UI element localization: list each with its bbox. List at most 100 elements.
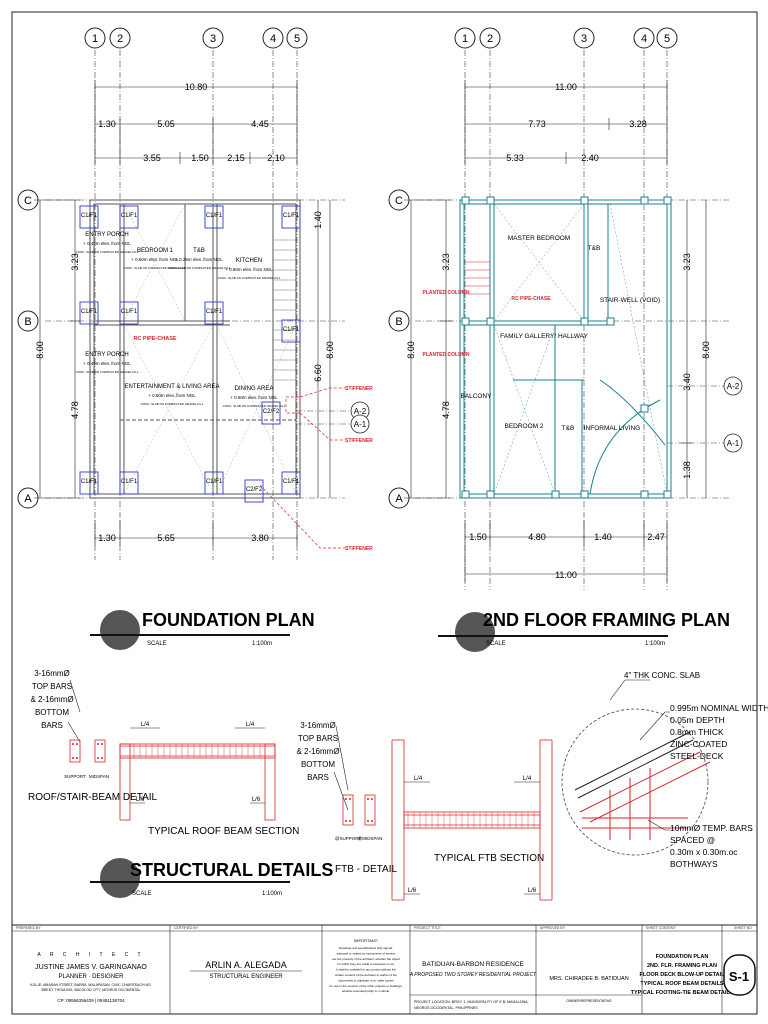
fp-column-9 [119, 471, 139, 495]
fp-grid-a1: A-1 [354, 420, 367, 429]
tb-prepared-label: PREPARED BY [16, 926, 41, 930]
sd-title-bubble [100, 858, 140, 898]
sf-room-name-3: FAMILY GALLERY/ HALLWAY [500, 333, 588, 340]
fp-dim-total: 10.80 [185, 82, 208, 92]
ftb-stirrups [407, 812, 535, 828]
tb-important-line-3: for which they are made is executed or n… [337, 962, 395, 966]
tb-content-label: SHEET CONTENT [646, 926, 676, 930]
sf-grid-label-5: 5 [664, 33, 670, 45]
rb-span-mark2-right: L/6 [252, 797, 261, 803]
tb-sheet-label: SHEET NO [734, 926, 752, 930]
rb-support-label: SUPPORT [64, 774, 86, 779]
sf-grid-label-4: 4 [641, 33, 647, 45]
grid-row-bubbles: CBA [388, 189, 410, 509]
sf-dim-left-1: 3.23 [441, 253, 451, 271]
deck-line-5: STEEL-DECK [670, 751, 724, 761]
sf-dim-left-total: 8.00 [406, 341, 416, 359]
fp-grid-bubble-3 [202, 27, 224, 49]
sf-title: 2ND FLOOR FRAMING PLAN [483, 610, 730, 630]
sf-grid-label-A: A [395, 493, 403, 505]
sf-room-name-4: BALCONY [460, 393, 492, 400]
deck-bar-4: BOTHWAYS [670, 859, 718, 869]
sf-column-7 [580, 317, 589, 326]
ftb-span-mark2-left: L/6 [408, 888, 417, 894]
fp-grid-bubble-5 [286, 27, 308, 49]
tb-project-label: PROJECT TITLE [414, 926, 441, 930]
tb-engineer-role: STRUCTURAL ENGINEER [209, 974, 283, 980]
fp-column-tag-13: C2/F2 [246, 487, 263, 493]
fp-room-elev-6: + 0.60m elev. from NGL [230, 395, 278, 400]
tb-location2: NEGROS OCCIDENTAL, PHILIPPINES [414, 1006, 478, 1010]
fp-column-6 [204, 301, 224, 325]
rb-support-section [69, 739, 81, 763]
rb-span-mark2-left: L/6 [136, 797, 145, 803]
fp-column-0 [79, 205, 99, 229]
tb-project-sub: A PROPOSED TWO STOREY RESIDENTIAL PROJEC… [409, 972, 537, 978]
sf-dim-row2-2: 2.40 [581, 153, 599, 163]
fp-column-tag-11: C1/F1 [283, 479, 300, 485]
sf-room-name-6: T&B [562, 425, 575, 432]
sf-dim-bottom-total: 11.00 [555, 570, 577, 580]
tb-sheet-badge [723, 954, 756, 996]
fp-room-name-2: T&B [193, 248, 205, 254]
tb-important-line-7: for use in the erection of the other pro… [329, 984, 402, 988]
sf-column-1 [486, 196, 495, 205]
sf-dim-right-2: 8.00 [701, 341, 711, 359]
rb-bars-5: BARS [41, 721, 63, 730]
deck-line-1: 0.995m NOMINAL WIDTH [670, 703, 768, 713]
fp-column-12 [261, 401, 281, 425]
sf-grid-bubble-3 [573, 27, 595, 49]
grid-row-bubbles: CBA [17, 189, 39, 509]
fp-grid-label-3: 3 [210, 33, 216, 45]
sf-grid-label-1: 1 [462, 33, 468, 45]
fp-column-4 [79, 301, 99, 325]
deck-line-2: 0.05m DEPTH [670, 715, 725, 725]
framing-columns [461, 196, 672, 499]
tb-important-line-6: documents to duplicate or to make copies [338, 978, 394, 982]
fp-column-11 [281, 471, 301, 495]
deck-bar-1: 10mmØ TEMP. BARS [670, 823, 753, 833]
ftb-midspan-section [364, 794, 376, 826]
fp-column-tag-4: C1/F1 [81, 309, 98, 315]
rb-stirrups [133, 744, 261, 758]
fp-grid-label-4: 4 [270, 33, 276, 45]
fp-grid-bubble-4 [262, 27, 284, 49]
sf-room-name-7: INFORMAL LIVING [584, 425, 640, 432]
sf-dim-right-4: 1.38 [682, 461, 692, 479]
sf-grid-label-2: 2 [487, 33, 493, 45]
fp-room-note-3: CONC. SLAB ON COMPACTED GRAVEL FILL [218, 276, 281, 280]
fp-column-tag-6: C1/F1 [206, 309, 223, 315]
rb-bars-3: & 2-16mmØ [30, 695, 73, 704]
fp-grid-label-2: 2 [117, 33, 123, 45]
fp-dim-bottom-1: 1.30 [98, 533, 116, 543]
fp-room-note-1: CONC. SLAB ON COMPACTED GRAVEL FILL [124, 266, 187, 270]
sf-column-0 [461, 196, 470, 205]
sf-column-6 [486, 317, 495, 326]
tb-important-text: Drawings and specifications duly signed,… [329, 946, 402, 993]
fp-column-tag-3: C1/F1 [283, 213, 300, 219]
fp-pipe-chase-label: RC PIPE-CHASE [133, 336, 176, 342]
sf-room-name-5: BEDROOM 2 [504, 423, 543, 430]
deck-bar-2: SPACED @ [670, 835, 715, 845]
ftb-span-mark2-right: L/6 [528, 888, 537, 894]
tb-address: KOLJE, AMARAN STREET, BARRA. MALAPASAN, … [30, 983, 152, 987]
sf-grid-bubble-1 [454, 27, 476, 49]
sf-room-name-2: STAIR-WELL (VOID) [600, 297, 660, 304]
ftb-section-title: TYPICAL FTB SECTION [434, 853, 544, 864]
ftb-bars-2: TOP BARS [298, 734, 338, 743]
fp-room-name-3: KITCHEN [236, 258, 262, 264]
sf-grid-bubble-5 [656, 27, 678, 49]
fp-dim-row2-2: 1.50 [191, 153, 209, 163]
fp-dim-row2-1: 3.55 [143, 153, 161, 163]
sf-dim-right-1: 3.23 [682, 253, 692, 271]
fp-room-elev-1: + 0.60m elev. from NGL [131, 257, 179, 262]
fp-dim-bottom-2: 5.65 [157, 533, 175, 543]
sf-pipe-chase-label: RC PIPE-CHASE [511, 296, 551, 302]
deck-line-3: 0.8mm THICK [670, 727, 724, 737]
sf-dim-bottom-4: 2.47 [647, 532, 665, 542]
ftb-detail: 3-16mmØ TOP BARS & 2-16mmØ BOTTOM BARS @… [296, 721, 553, 901]
fp-stiffener-2: STIFFENER [345, 438, 373, 444]
tb-owner-role: OWNER/REPRESENTATIVE [566, 999, 612, 1003]
